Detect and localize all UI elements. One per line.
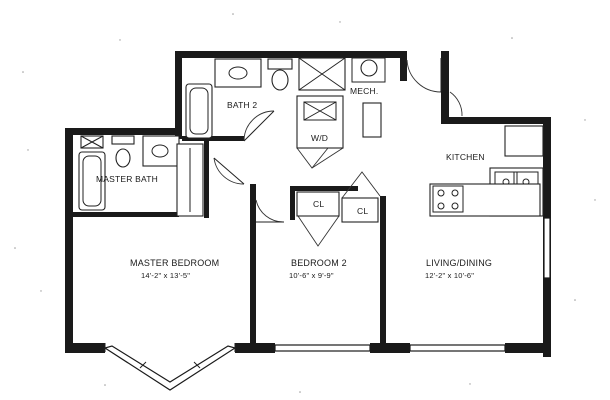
master-bath-fixtures — [78, 135, 204, 217]
master-bath-label: MASTER BATH — [96, 174, 158, 184]
closet-2-label: CL — [357, 206, 368, 216]
labels: BATH 2 MECH. W/D KITCHEN MASTER BATH CL … — [96, 86, 492, 280]
washer-dryer-closet — [296, 95, 344, 169]
mech-label: MECH. — [350, 86, 378, 96]
door-swings — [213, 58, 463, 223]
bath2-fixtures — [185, 57, 386, 139]
living-dining-label: LIVING/DINING — [426, 258, 492, 268]
wd-label: W/D — [311, 133, 328, 143]
living-dining-dimensions: 12'-2" x 10'-6" — [425, 271, 474, 280]
closet-1-label: CL — [313, 199, 324, 209]
windows — [103, 217, 551, 391]
closets — [296, 171, 381, 247]
master-bedroom-label: MASTER BEDROOM — [130, 258, 219, 268]
master-bedroom-dimensions: 14'-2" x 13'-5" — [141, 271, 190, 280]
bedroom-2-label: BEDROOM 2 — [291, 258, 347, 268]
kitchen-label: KITCHEN — [446, 152, 485, 162]
scan-noise — [14, 13, 596, 393]
kitchen-fixtures — [429, 125, 544, 217]
bath-2-label: BATH 2 — [227, 100, 257, 110]
bedroom-2-dimensions: 10'-6" x 9'-9" — [289, 271, 334, 280]
